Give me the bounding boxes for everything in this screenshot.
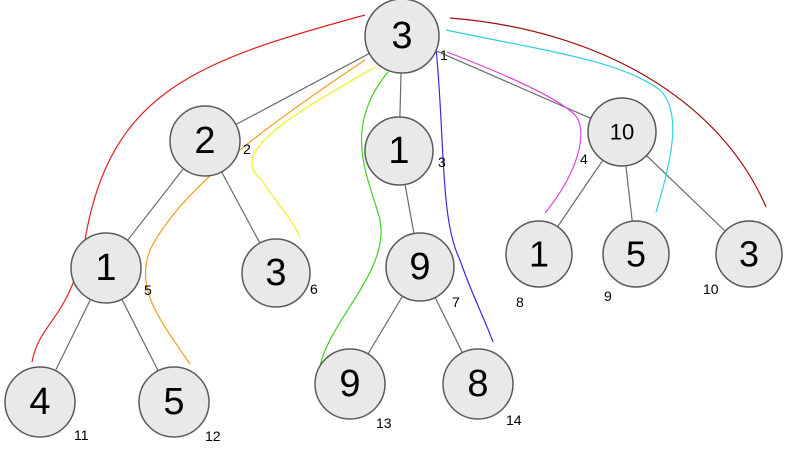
node-circle: [4, 366, 76, 438]
node-circle: [138, 366, 210, 438]
node-value: 5: [626, 234, 646, 275]
node-index: 8: [516, 294, 524, 310]
node-value: 1: [529, 234, 549, 275]
node-index: 12: [205, 428, 221, 444]
node-circle: [364, 0, 440, 74]
tree-edges: [39, 35, 750, 403]
node-index: 11: [74, 427, 89, 443]
node-value: 1: [95, 247, 116, 289]
root-path-to-n8: [446, 51, 582, 214]
node-circle: [385, 232, 455, 302]
tree-node-5: 15: [70, 232, 152, 304]
node-value: 9: [339, 363, 360, 405]
node-circle: [587, 97, 657, 167]
node-circle: [169, 105, 241, 177]
node-value: 2: [194, 120, 215, 162]
node-value: 10: [610, 120, 634, 145]
root-path-to-n11: [31, 14, 366, 363]
node-circle: [602, 220, 670, 288]
node-index: 14: [506, 412, 522, 428]
node-index: 9: [604, 288, 612, 304]
node-index: 7: [452, 294, 460, 310]
root-to-leaf-paths: [31, 14, 767, 367]
node-circle: [314, 348, 386, 420]
node-index: 4: [580, 151, 588, 167]
tree-node-7: 97: [385, 232, 460, 310]
tree-node-9: 59: [602, 220, 670, 304]
root-path-to-n13: [319, 71, 389, 367]
tree-node-11: 4 11: [4, 366, 89, 443]
tree-edge-n1-n4: [401, 35, 623, 133]
node-circle: [241, 238, 311, 308]
node-value: 9: [409, 246, 430, 288]
root-path-to-n6: [251, 66, 376, 238]
tree-node-14: 8 14: [442, 348, 522, 428]
node-index: 3: [438, 154, 446, 170]
node-index: 6: [310, 281, 318, 297]
node-value: 1: [388, 130, 409, 172]
root-path-to-n14: [435, 47, 494, 343]
node-index: 1: [440, 47, 448, 63]
node-value: 3: [739, 234, 759, 275]
node-index: 2: [243, 141, 251, 157]
tree-node-13: 9 13: [314, 348, 392, 431]
node-circle: [442, 348, 514, 420]
node-circle: [715, 220, 783, 288]
node-circle: [70, 232, 142, 304]
node-circle: [364, 116, 434, 186]
node-value: 5: [163, 381, 184, 423]
root-path-to-n12: [145, 59, 366, 365]
tree-node-8: 18: [505, 220, 573, 310]
tree-node-12: 5 12: [138, 366, 221, 444]
node-circle: [505, 220, 573, 288]
node-index: 10: [703, 281, 719, 297]
node-value: 3: [265, 252, 286, 294]
tree-node-10: 3 10: [703, 220, 783, 297]
root-path-to-n10: [449, 17, 767, 208]
node-index: 5: [144, 282, 152, 298]
node-value: 3: [391, 15, 412, 57]
node-index: 13: [376, 415, 392, 431]
node-value: 8: [467, 363, 488, 405]
tree-node-4: 10 4: [580, 97, 657, 167]
root-path-to-n9: [445, 29, 674, 213]
node-value: 4: [29, 381, 50, 423]
